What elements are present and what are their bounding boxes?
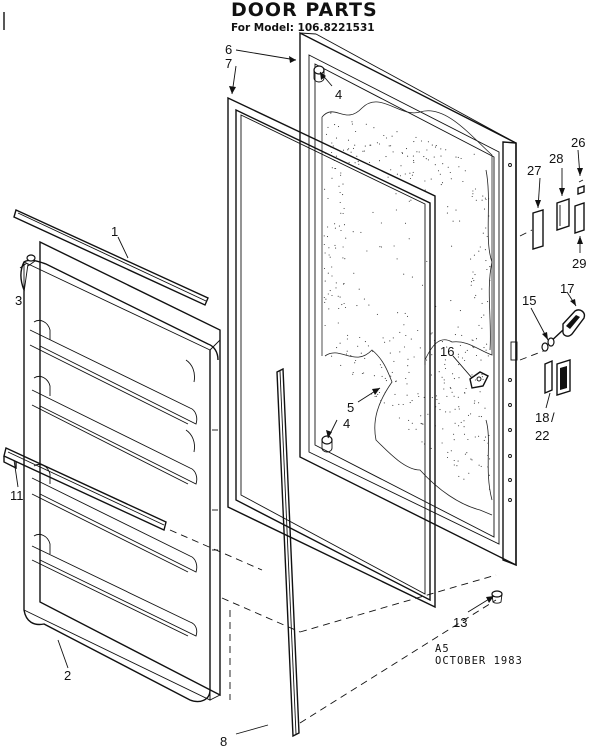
callout-2: 2 — [64, 668, 71, 683]
callout-1: 1 — [111, 224, 118, 239]
revision-date: OCTOBER 1983 — [435, 655, 523, 667]
door-gasket — [227, 96, 436, 609]
callout-17: 17 — [560, 281, 574, 296]
callout-18-22-slash: / — [551, 410, 555, 425]
callout-15: 15 — [522, 293, 536, 308]
hinge-plate — [556, 198, 570, 231]
callout-leaders — [13, 49, 581, 735]
hinge-bushing-lower — [321, 435, 333, 453]
latch-retainer — [556, 359, 571, 396]
insulation-stipple — [323, 111, 491, 490]
capping-strip — [276, 367, 300, 738]
outer-door-panel — [299, 31, 518, 567]
callout-6: 6 — [225, 42, 232, 57]
callout-4-upper: 4 — [335, 87, 342, 102]
callout-4-lower: 4 — [343, 416, 350, 431]
callout-8: 8 — [220, 734, 227, 748]
bottom-hinge-pin — [491, 590, 503, 604]
top-shelf-rail — [13, 209, 209, 306]
callout-18: 18 — [535, 410, 549, 425]
diagram-title: DOOR PARTS — [231, 0, 378, 21]
door-liner — [20, 240, 221, 703]
callout-7: 7 — [225, 56, 232, 71]
callout-29: 29 — [572, 256, 586, 271]
callout-11: 11 — [10, 488, 24, 503]
door-lock-key — [541, 309, 586, 352]
liner-screw — [19, 254, 36, 269]
callout-22: 22 — [535, 428, 549, 443]
callout-26: 26 — [571, 135, 585, 150]
revision-code: A5 — [435, 643, 450, 655]
callout-13: 13 — [453, 615, 467, 630]
callout-3: 3 — [15, 293, 22, 308]
hinge-bushing-upper — [313, 65, 325, 83]
hinge-spacer — [532, 209, 544, 250]
latch-strike — [544, 359, 553, 395]
callout-16: 16 — [440, 344, 454, 359]
callout-5: 5 — [347, 400, 354, 415]
hinge-shim — [574, 202, 585, 234]
hinge-clip — [577, 179, 585, 195]
shelf-bar — [3, 447, 167, 531]
callout-27: 27 — [527, 163, 541, 178]
assembly-guide-lines — [169, 229, 547, 724]
callout-28: 28 — [549, 151, 563, 166]
model-subtitle: For Model: 106.8221531 — [231, 22, 375, 34]
leader-arrowheads — [229, 56, 583, 603]
lock-cam — [469, 371, 489, 389]
